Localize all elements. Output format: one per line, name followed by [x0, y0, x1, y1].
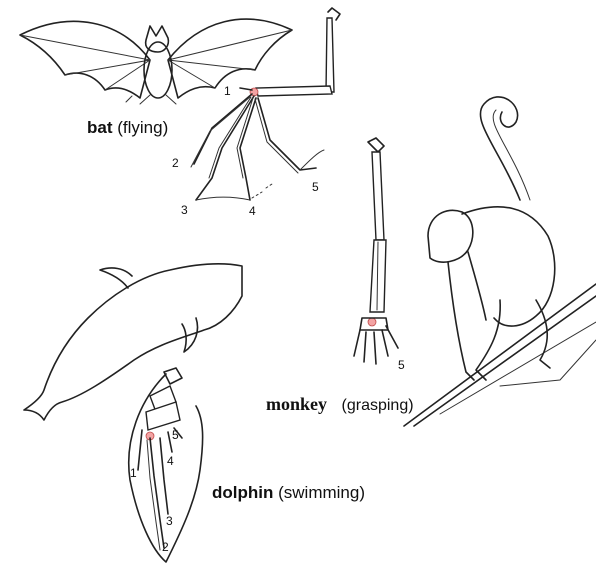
dolphin-illustration: [24, 264, 242, 420]
bat-name: bat: [87, 118, 113, 137]
dolphin-flipper-skeleton: [129, 368, 203, 562]
monkey-digit-5: 5: [398, 358, 405, 372]
monkey-mode: (grasping): [342, 397, 414, 414]
bat-digit-3: 3: [181, 203, 188, 217]
monkey-arm-skeleton: [354, 138, 398, 364]
dolphin-digit-4: 4: [167, 454, 174, 468]
monkey-illustration: [404, 97, 596, 426]
dolphin-digit-2: 2: [162, 540, 169, 554]
dolphin-name: dolphin: [212, 483, 273, 502]
bat-digit-5: 5: [312, 180, 319, 194]
dolphin-digit-1: 1: [130, 466, 137, 480]
bat-mode: (flying): [117, 118, 168, 137]
bat-digit-4: 4: [249, 204, 256, 218]
bat-caption: bat (flying): [87, 118, 168, 138]
dolphin-digit-3: 3: [166, 514, 173, 528]
bat-digit-2: 2: [172, 156, 179, 170]
dolphin-mode: (swimming): [278, 483, 365, 502]
dolphin-digit-5: 5: [172, 428, 179, 442]
monkey-caption: monkey (grasping): [266, 394, 414, 415]
monkey-name: monkey: [266, 394, 327, 414]
dolphin-caption: dolphin (swimming): [212, 483, 365, 503]
bat-digit-1: 1: [224, 84, 231, 98]
